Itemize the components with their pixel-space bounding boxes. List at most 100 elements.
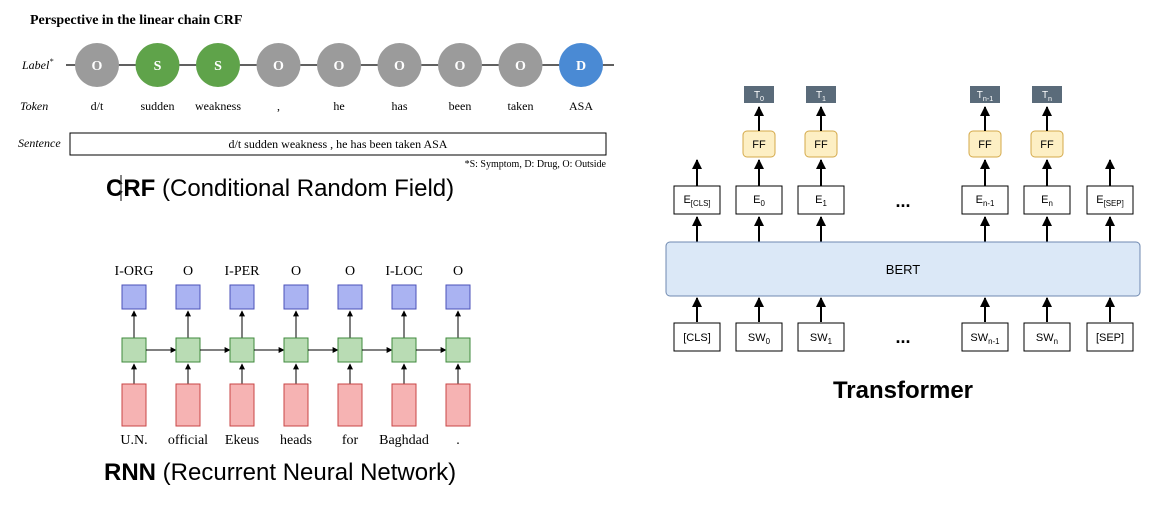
crf-sentence-text: d/t sudden weakness , he has been taken … (229, 137, 448, 151)
feed-forward-label: FF (978, 139, 992, 151)
embedding-label-base: E (753, 194, 760, 206)
crf-label-circle (317, 43, 361, 87)
crf-label-circle (135, 43, 180, 87)
crf-token: ASA (569, 99, 593, 113)
rnn-output-label: O (291, 264, 301, 279)
feed-forward-label: FF (752, 139, 766, 151)
rnn-input-box (175, 383, 201, 427)
subword-input-label: SWn-1 (970, 332, 1000, 346)
crf-token: been (449, 99, 472, 113)
rnn-input-box (445, 383, 471, 427)
crf-label-circle (438, 43, 482, 87)
output-token-label-sub: 1 (822, 94, 826, 103)
crf-label-node: O (498, 43, 543, 87)
subword-input-box (1086, 322, 1134, 352)
rnn-input-word: Ekeus (225, 433, 259, 448)
crf-label-text: D (576, 59, 586, 74)
rnn-timestep: I-PER Ekeus (225, 264, 285, 448)
rnn-output-box (175, 284, 201, 310)
rnn-hidden-box (229, 337, 255, 363)
crf-token: taken (508, 99, 534, 113)
crf-label-text: O (92, 59, 103, 74)
ellipsis: ... (895, 191, 910, 211)
output-token-label-sub: n (1048, 94, 1052, 103)
embedding-box (735, 185, 783, 215)
embedding-box (1086, 185, 1134, 215)
rnn-output-label: I-LOC (385, 264, 422, 279)
output-token-label-base: T (754, 90, 760, 101)
crf-label-row-mark: * (49, 57, 53, 66)
crf-label-text: S (214, 59, 222, 74)
subword-input-label-base: [CLS] (683, 332, 711, 344)
subword-input-label-base: [SEP] (1096, 332, 1124, 344)
subword-input-box (961, 322, 1009, 352)
subword-input-label-base: SW (1036, 332, 1054, 344)
embedding-box (961, 185, 1009, 215)
output-token-label: T0 (754, 90, 764, 103)
crf-panel: Perspective in the linear chain CRF Labe… (18, 13, 614, 202)
subword-input-label-sub: n (1054, 337, 1058, 346)
crf-token: d/t (91, 99, 104, 113)
rnn-output-box (121, 284, 147, 310)
crf-sentence-row-heading: Sentence (18, 136, 61, 150)
embedding-label: E[SEP] (1096, 194, 1124, 208)
rnn-output-box (229, 284, 255, 310)
subword-input-box (797, 322, 845, 352)
rnn-hidden-box (283, 337, 309, 363)
crf-caption-bold: CRF (106, 175, 155, 202)
output-token-label: Tn-1 (977, 90, 994, 103)
rnn-input-word: official (168, 433, 208, 448)
crf-label-node: O (377, 43, 422, 87)
crf-token-row-heading: Token (20, 99, 48, 113)
crf-label-text: O (394, 59, 405, 74)
output-token-label-base: T (1042, 90, 1048, 101)
embedding-label-sub: 1 (822, 199, 827, 208)
rnn-output-box (283, 284, 309, 310)
subword-input-box (1023, 322, 1071, 352)
crf-title: Perspective in the linear chain CRF (30, 13, 242, 28)
crf-label-node: S (135, 43, 180, 87)
rnn-caption-bold: RNN (104, 459, 156, 486)
crf-label-node: S (196, 43, 240, 87)
crf-label-text: O (515, 59, 526, 74)
rnn-hidden-box (391, 337, 417, 363)
subword-input-label: SW1 (810, 332, 833, 346)
crf-label-circle (559, 43, 603, 87)
rnn-timestep: O. (445, 264, 471, 448)
subword-input-label: SW0 (748, 332, 771, 346)
subword-input-label-base: SW (970, 332, 988, 344)
embedding-label-sub: n-1 (983, 199, 995, 208)
crf-token: sudden (141, 99, 175, 113)
crf-caption-rest: (Conditional Random Field) (155, 175, 454, 202)
ellipsis: ... (895, 327, 910, 347)
subword-input-label-sub: n-1 (988, 337, 1000, 346)
rnn-output-label: O (345, 264, 355, 279)
embedding-label: E0 (753, 194, 765, 208)
output-token-label-base: T (816, 90, 822, 101)
crf-label-node: O (75, 43, 119, 87)
crf-label-text: O (334, 59, 345, 74)
crf-label-row-heading: Label* (21, 57, 53, 72)
crf-label-circle (377, 43, 422, 87)
embedding-box (797, 185, 845, 215)
feed-forward-label: FF (814, 139, 828, 151)
rnn-input-box (283, 383, 309, 427)
crf-label-node: D (559, 43, 603, 87)
crf-label-text: O (455, 59, 466, 74)
crf-label-circle (256, 43, 301, 87)
feed-forward-label: FF (1040, 139, 1054, 151)
subword-input-label: [CLS] (683, 332, 711, 344)
crf-label-circle (498, 43, 543, 87)
rnn-output-label: I-PER (225, 264, 261, 279)
crf-label-node: O (256, 43, 301, 87)
crf-label-circle (75, 43, 119, 87)
rnn-hidden-box (445, 337, 471, 363)
crf-label-circle (196, 43, 240, 87)
output-token-label-base: T (977, 90, 983, 101)
crf-label-row-text: Label (21, 58, 50, 72)
crf-token: weakness (195, 99, 241, 113)
